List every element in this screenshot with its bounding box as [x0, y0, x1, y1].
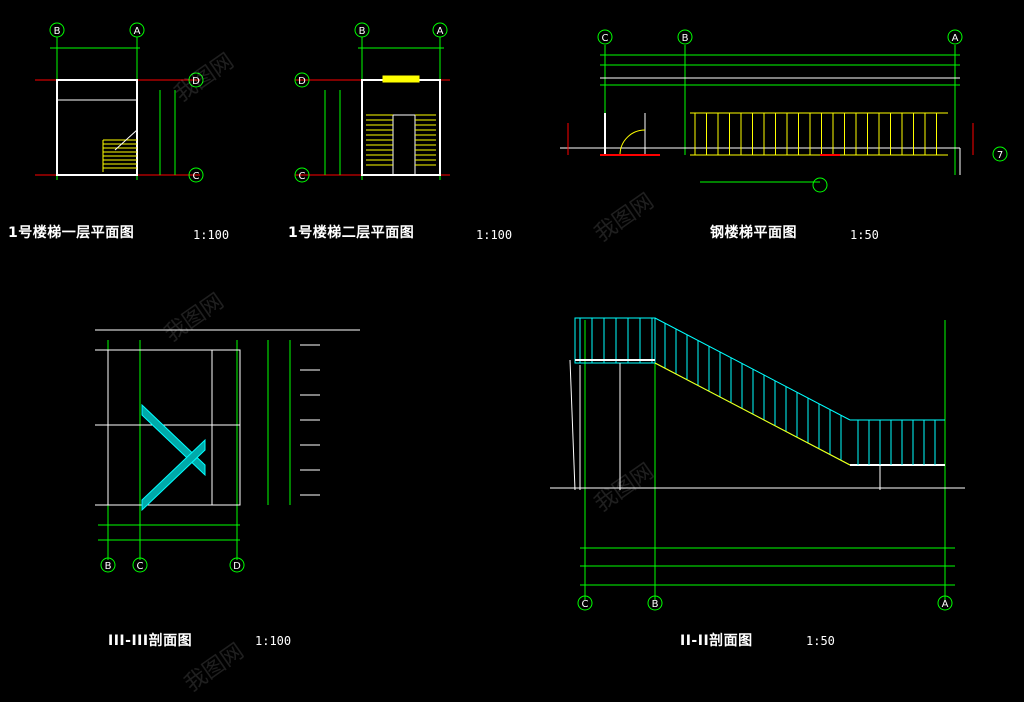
axis-bubble [937, 595, 953, 611]
axis-bubble [132, 557, 148, 573]
wall-outline [107, 349, 241, 506]
axis-label: A [437, 26, 444, 37]
stair-walls [361, 79, 441, 176]
railing-frame [574, 317, 656, 364]
axis-label: C [299, 171, 306, 182]
axis-label: B [682, 33, 689, 44]
axis-label: 7 [997, 150, 1003, 161]
section-III: B C D [95, 329, 360, 573]
plan2-scale: 1:100 [476, 228, 513, 242]
plan-1st-floor: B A D C [35, 22, 204, 183]
axis-bubble [677, 29, 693, 45]
axis-label: B [105, 561, 112, 572]
plan3-scale: 1:50 [850, 228, 879, 242]
axis-label: B [359, 26, 366, 37]
axis-label: D [192, 76, 200, 87]
steel-stair-plan: C B A 7 [560, 29, 1008, 193]
central-well [392, 114, 416, 176]
axis-bubble [647, 595, 663, 611]
window [382, 75, 420, 83]
axis-bubble [947, 29, 963, 45]
axis-label: A [942, 599, 949, 610]
plan1-scale: 1:100 [193, 228, 230, 242]
plan3-title: 钢楼梯平面图 [710, 225, 797, 241]
stair-flight [141, 403, 206, 477]
break-line [114, 129, 138, 151]
door-swing [619, 129, 646, 156]
axis-label: C [582, 599, 589, 610]
axis-label: A [952, 33, 959, 44]
axis-label: B [54, 26, 61, 37]
axis-bubble [188, 167, 204, 183]
plan2-title: 1号楼梯二层平面图 [288, 225, 415, 241]
axis-label: D [298, 76, 306, 87]
axis-bubble [129, 22, 145, 38]
section3-scale: 1:100 [255, 634, 292, 648]
axis-label: C [602, 33, 609, 44]
axis-bubble [992, 146, 1008, 162]
plan1-title: 1号楼梯一层平面图 [8, 225, 135, 241]
axis-bubble [49, 22, 65, 38]
stringer [654, 362, 851, 466]
axis-bubble [294, 167, 310, 183]
plan-2nd-floor: B A D C [294, 22, 450, 183]
axis-label: C [137, 561, 144, 572]
axis-bubble [100, 557, 116, 573]
axis-label: A [134, 26, 141, 37]
axis-bubble [294, 72, 310, 88]
axis-bubble [354, 22, 370, 38]
section2-scale: 1:50 [806, 634, 835, 648]
axis-label: D [233, 561, 241, 572]
column [569, 359, 576, 491]
stair-flight [141, 438, 206, 512]
axis-label: C [193, 171, 200, 182]
axis-label: B [652, 599, 659, 610]
stair-walls [56, 79, 138, 176]
axis-bubble [188, 72, 204, 88]
section3-title: III-III剖面图 [108, 633, 193, 649]
axis-bubble [597, 29, 613, 45]
axis-bubble [812, 177, 828, 193]
axis-bubble [229, 557, 245, 573]
axis-bubble [577, 595, 593, 611]
axis-bubble [432, 22, 448, 38]
section2-title: II-II剖面图 [680, 633, 753, 649]
